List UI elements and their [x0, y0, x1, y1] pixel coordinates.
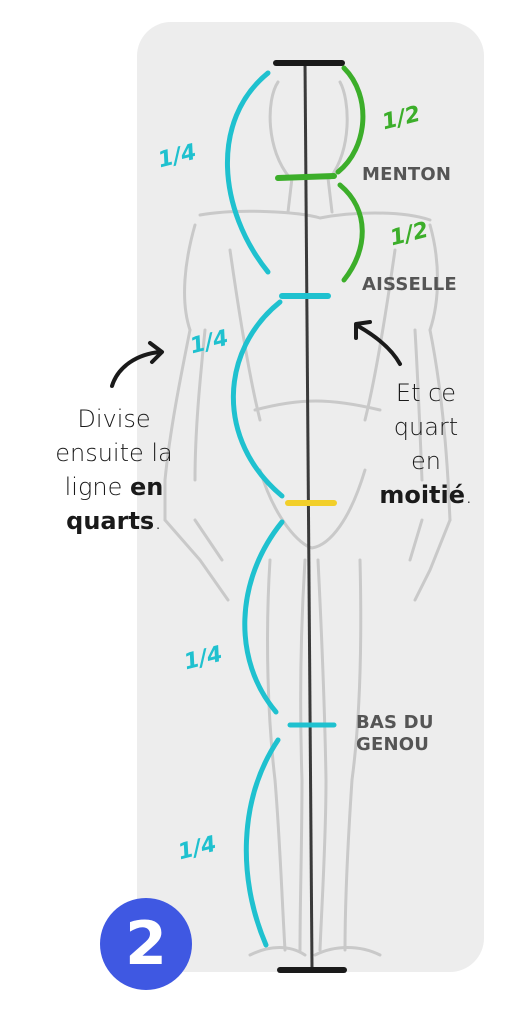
- quarter-arc-3: [242, 519, 285, 715]
- label-chin: MENTON: [362, 164, 452, 185]
- arrow-left: [110, 341, 164, 388]
- note-left-line4-post: .: [154, 507, 162, 535]
- note-right: Et ce quart en moitié.: [362, 376, 490, 512]
- note-left-line2: ensuite la: [55, 439, 173, 467]
- label-knee-line2: GENOU: [356, 734, 430, 755]
- note-right-line4: moitié.: [362, 478, 490, 512]
- label-knee-line1: BAS DU: [356, 712, 434, 733]
- note-left-line3-bold: en: [129, 473, 164, 501]
- note-right-line4-post: .: [465, 481, 473, 509]
- quarter-arc-2: [230, 299, 285, 499]
- note-left-line4: quarts.: [24, 504, 204, 538]
- step-number-badge: 2: [100, 898, 192, 990]
- note-left: Divise ensuite la ligne en quarts.: [24, 402, 204, 538]
- center-line: [303, 61, 314, 969]
- quarter-arc-1: [225, 70, 271, 275]
- note-left-line3: ligne en: [24, 470, 204, 504]
- note-left-line1: Divise: [77, 405, 151, 433]
- note-right-line3: en: [411, 447, 441, 475]
- note-left-line4-bold: quarts: [66, 507, 155, 535]
- chin-marker: [275, 173, 337, 181]
- half-arc-lower: [337, 182, 365, 283]
- body-outline: [163, 80, 452, 957]
- note-right-line4-bold: moitié: [379, 481, 466, 509]
- label-armpit: AISSELLE: [362, 274, 457, 295]
- half-arc-upper: [335, 65, 366, 175]
- note-right-line2: quart: [393, 413, 459, 441]
- note-left-line3-pre: ligne: [64, 473, 123, 501]
- label-knee: BAS DU GENOU: [356, 712, 434, 756]
- note-right-line1: Et ce: [395, 379, 457, 407]
- quarter-arc-4: [243, 737, 281, 948]
- arrow-right: [354, 320, 402, 366]
